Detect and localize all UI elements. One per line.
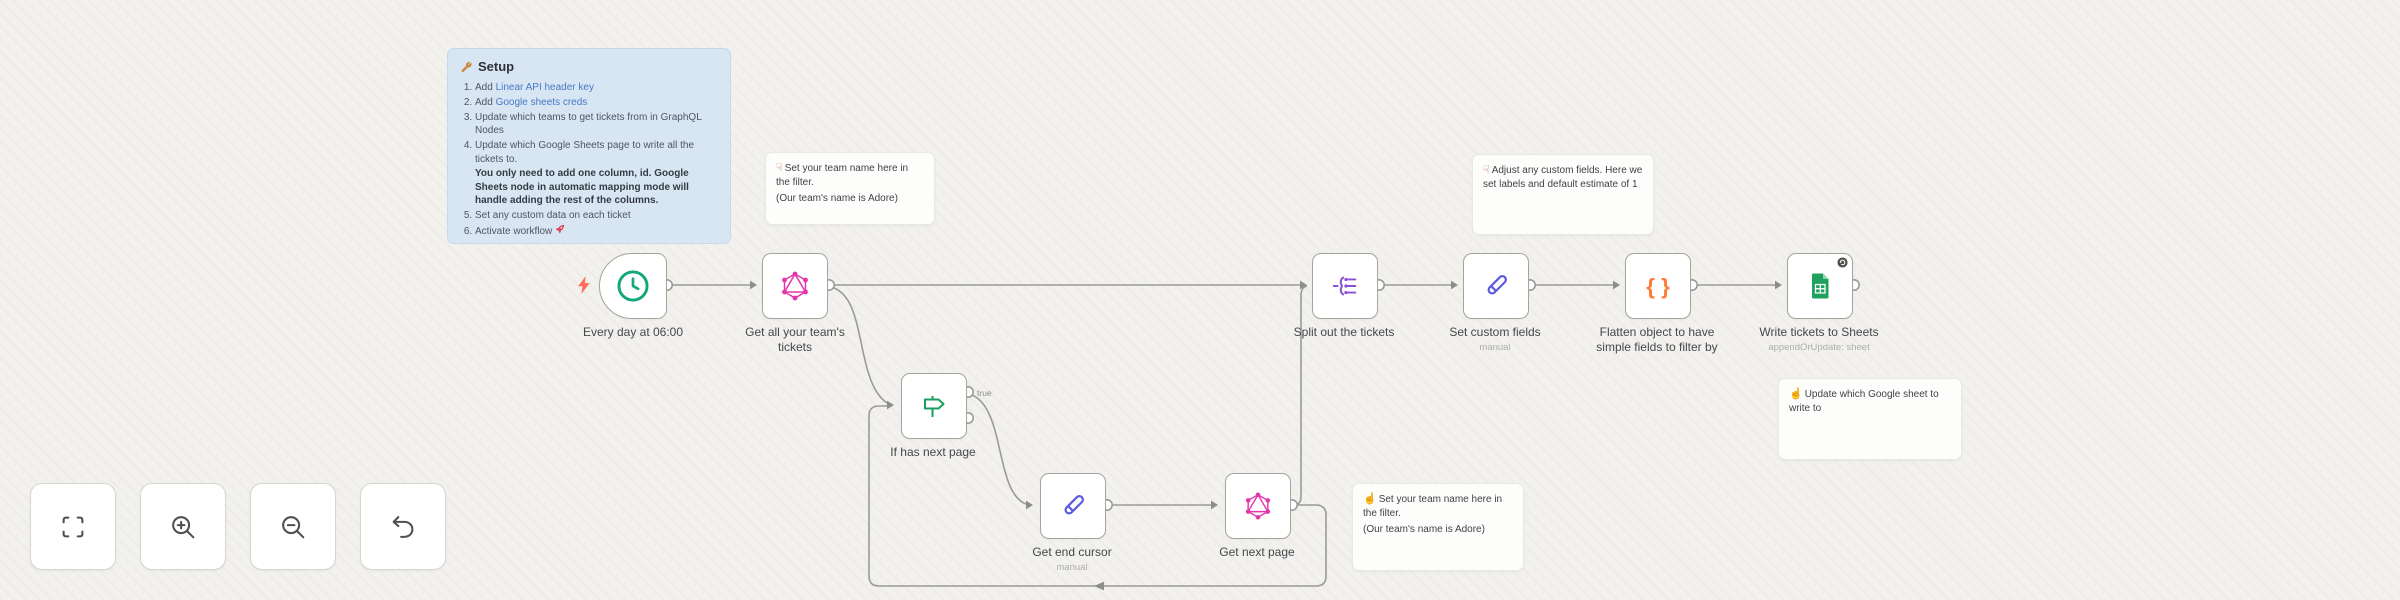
input-connector	[1211, 500, 1218, 510]
input-connector	[887, 400, 894, 410]
reset-zoom-button[interactable]	[360, 483, 446, 570]
sticky-note-team-filter-bottom[interactable]: ☝Set your team name here in the filter. …	[1352, 483, 1524, 571]
node-sublabel: manual	[1479, 342, 1511, 353]
node-schedule-trigger[interactable]	[599, 253, 667, 319]
node-label: Get all your team's tickets	[745, 325, 845, 354]
node-split-out[interactable]	[1312, 253, 1378, 319]
input-connector	[750, 280, 757, 290]
graphql-icon	[1245, 492, 1271, 520]
zoom-out-button[interactable]	[250, 483, 336, 570]
node-get-end-cursor[interactable]	[1040, 473, 1106, 539]
setup-sticky-note[interactable]: Setup Add Linear API header key Add Goog…	[447, 48, 731, 244]
setup-link[interactable]: Linear API header key	[495, 82, 594, 93]
split-out-icon	[1332, 276, 1357, 296]
setup-step: Add Linear API header key	[475, 81, 718, 95]
zoom-out-icon	[282, 515, 305, 538]
setup-step: Update which teams to get tickets from i…	[475, 111, 718, 139]
setup-step: Add Google sheets creds	[475, 96, 718, 110]
rocket-icon	[555, 224, 565, 234]
canvas-toolbar	[30, 483, 446, 570]
node-if-has-next-page[interactable]	[901, 373, 967, 439]
note-text: Set your team name here in the filter.	[776, 163, 909, 188]
setup-step: Activate workflow	[475, 224, 718, 239]
undo-icon	[392, 515, 414, 538]
sticky-note-google-sheet[interactable]: ☝Update which Google sheet to write to	[1778, 378, 1962, 460]
note-text: Update which Google sheet to write to	[1789, 389, 1939, 414]
if-icon	[924, 396, 945, 417]
node-label: Set custom fields manual	[1415, 325, 1575, 354]
node-get-all-tickets[interactable]	[762, 253, 828, 319]
sticky-note-custom-fields[interactable]: ☟Adjust any custom fields. Here we set l…	[1472, 154, 1654, 235]
setup-steps: Add Linear API header key Add Google she…	[460, 81, 718, 239]
connection	[1293, 285, 1308, 506]
node-label: Split out the tickets	[1293, 325, 1395, 339]
google-sheets-icon	[1812, 273, 1829, 299]
refresh-badge-icon	[1837, 257, 1848, 268]
pointing-up-icon: ☝	[1789, 388, 1803, 400]
node-label: If has next page	[890, 445, 976, 459]
pencil-icon	[1487, 275, 1507, 295]
setup-step: Update which Google Sheets page to write…	[475, 139, 718, 208]
node-sublabel: manual	[1056, 562, 1088, 573]
pointing-down-icon: ☟	[776, 162, 783, 174]
input-connector	[1775, 280, 1782, 290]
if-true-output-label: true	[977, 388, 992, 398]
input-connector	[1613, 280, 1620, 290]
fit-view-icon	[62, 516, 84, 537]
setup-link[interactable]: Google sheets creds	[495, 96, 588, 108]
pointing-down-icon: ☟	[1483, 164, 1490, 176]
sticky-title: Setup	[460, 59, 718, 74]
lightning-icon	[578, 276, 590, 294]
node-sublabel: appendOrUpdate: sheet	[1768, 342, 1870, 353]
note-text: (Our team's name is Adore)	[1363, 524, 1485, 536]
node-write-to-sheets[interactable]	[1787, 253, 1853, 319]
connection	[968, 393, 1027, 505]
node-label: Write tickets to Sheets appendOrUpdate: …	[1729, 325, 1909, 354]
fit-view-button[interactable]	[30, 483, 116, 570]
note-text: Adjust any custom fields. Here we set la…	[1483, 165, 1643, 190]
note-text: Set your team name here in the filter.	[1363, 494, 1503, 519]
input-connector	[1300, 280, 1307, 290]
zoom-in-icon	[172, 515, 195, 538]
clock-icon	[617, 270, 649, 302]
braces-icon: { }	[1646, 274, 1670, 299]
wrench-icon	[461, 61, 472, 73]
node-label: Get end cursor manual	[1002, 545, 1142, 574]
sticky-note-team-filter-top[interactable]: ☟Set your team name here in the filter. …	[765, 152, 935, 225]
node-get-next-page[interactable]	[1225, 473, 1291, 539]
node-label: Get next page	[1219, 545, 1295, 559]
input-connector	[1451, 280, 1458, 290]
pencil-icon	[1064, 495, 1084, 515]
connection	[830, 286, 888, 404]
zoom-in-button[interactable]	[140, 483, 226, 570]
node-label: Flatten object to have simple fields to …	[1596, 325, 1718, 354]
pointing-up-icon: ☝	[1363, 493, 1377, 505]
node-flatten-object[interactable]: { }	[1625, 253, 1691, 319]
svg-text:{ }: { }	[1646, 274, 1670, 299]
node-label: Every day at 06:00	[582, 325, 684, 339]
setup-step: Set any custom data on each ticket	[475, 209, 718, 223]
setup-bold-note: You only need to add one column, id. Goo…	[475, 167, 689, 207]
graphql-icon	[782, 271, 808, 301]
node-set-custom-fields[interactable]	[1463, 253, 1529, 319]
note-text: (Our team's name is Adore)	[776, 193, 898, 205]
input-connector	[1026, 500, 1033, 510]
loop-arrow	[1094, 581, 1104, 591]
